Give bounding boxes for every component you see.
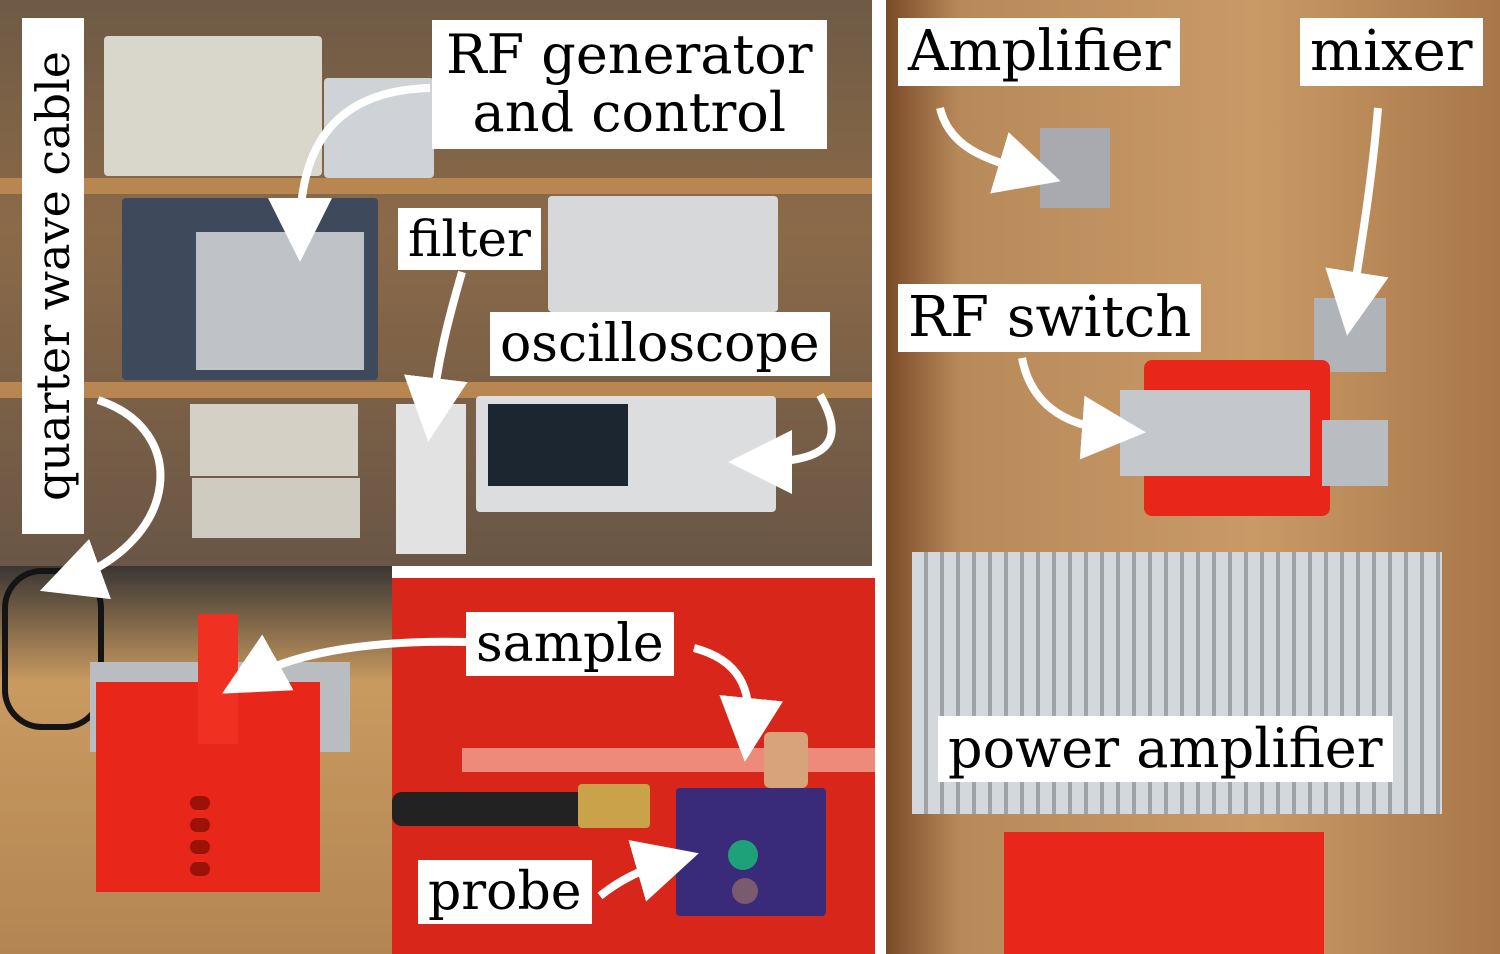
label-mixer: mixer — [1300, 18, 1483, 86]
filter-box — [396, 404, 466, 554]
sma-connector — [578, 784, 650, 828]
label-rf-generator-line1: RF generator — [446, 23, 813, 86]
amplifier-module — [1040, 128, 1110, 208]
dc-supply-1 — [190, 404, 358, 476]
sample-coil — [764, 732, 808, 788]
switch-module — [1120, 390, 1310, 476]
label-amplifier: Amplifier — [898, 18, 1181, 86]
sample-tube — [462, 748, 875, 772]
pxi-modules — [196, 232, 364, 370]
label-filter: filter — [398, 208, 541, 270]
coax-cable — [392, 792, 592, 826]
vent-hole-3 — [190, 840, 210, 854]
label-rf-switch: RF switch — [898, 284, 1202, 352]
label-oscilloscope: oscilloscope — [490, 312, 830, 376]
label-rf-generator-line2: and control — [472, 81, 787, 145]
vent-hole-1 — [190, 796, 210, 810]
dc-supply-2 — [192, 478, 360, 538]
bench-lower-photo — [0, 566, 392, 954]
label-power-amplifier: power amplifier — [938, 716, 1393, 782]
trim-capacitor-green — [728, 840, 758, 870]
label-rf-generator: RF generator and control — [432, 20, 827, 149]
label-probe: probe — [418, 860, 592, 924]
scope-screen — [488, 404, 628, 486]
label-quarter-wave-cable: quarter wave cable — [22, 18, 84, 534]
splitter-module — [1322, 420, 1388, 486]
function-generator — [324, 78, 434, 178]
red-enclosure — [1004, 832, 1324, 954]
scope-upper — [548, 196, 778, 312]
power-supply — [104, 36, 322, 176]
vent-hole-4 — [190, 862, 210, 876]
vent-hole-2 — [190, 818, 210, 832]
rf-board-photo — [886, 0, 1500, 954]
cable-coil — [2, 568, 104, 730]
trim-capacitor-purple — [732, 878, 758, 904]
label-sample: sample — [466, 612, 674, 676]
shelf-top — [0, 178, 872, 194]
red-column — [198, 614, 238, 744]
